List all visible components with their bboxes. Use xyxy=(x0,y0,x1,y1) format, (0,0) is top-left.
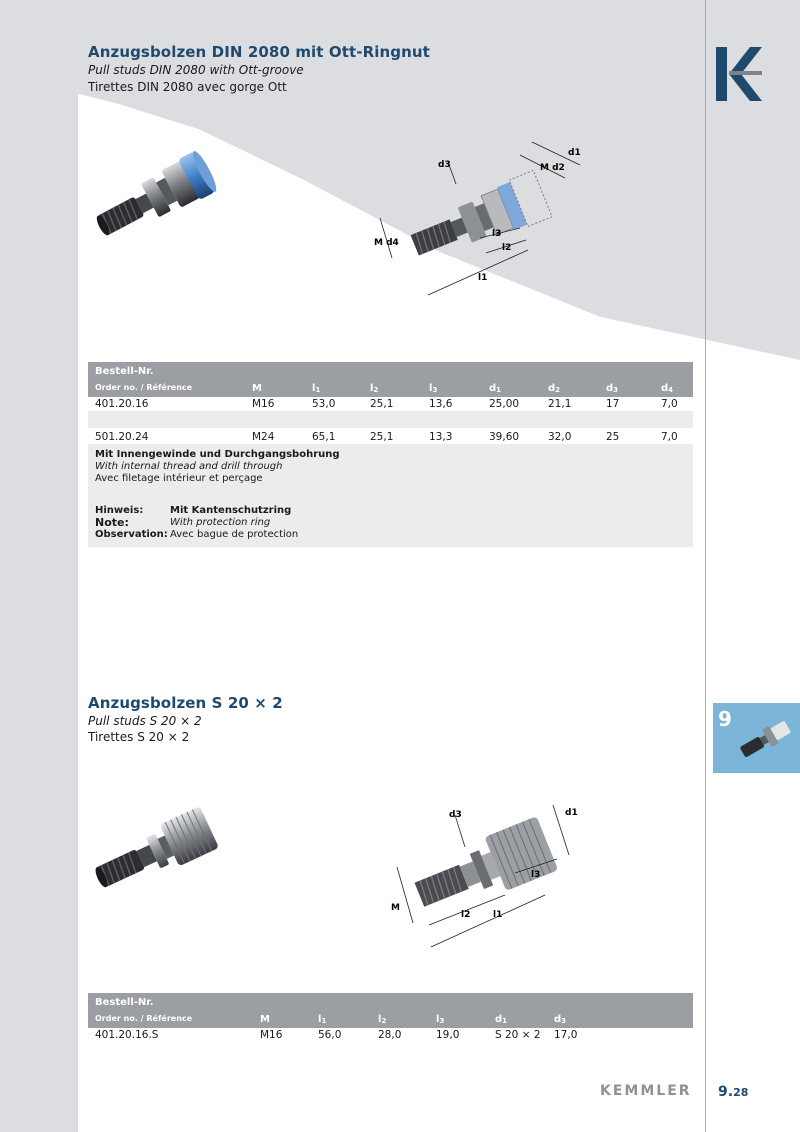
right-divider-line xyxy=(705,0,706,1132)
cell-m: M16 xyxy=(260,1029,283,1041)
pull-stud-ott-photo xyxy=(96,150,217,236)
label-l3: l3 xyxy=(492,229,501,239)
label-l2: l2 xyxy=(461,910,470,920)
label-d3: d3 xyxy=(449,810,462,820)
pull-stud-s20-technical-drawing: M d3 d1 l3 l2 l1 xyxy=(391,804,578,948)
table-row: 401.20.16 M16 53,0 25,1 13,6 25,00 21,1 … xyxy=(88,397,693,411)
col-l2: l2 xyxy=(370,383,379,394)
col-m: M xyxy=(252,383,262,394)
hint-de: Mit Kantenschutzring xyxy=(170,505,292,516)
cell-order-no: 501.20.24 xyxy=(95,431,149,443)
header-order-label: Bestell-Nr. xyxy=(95,366,154,377)
hint-label-en: Note: xyxy=(95,516,129,529)
section2-table: Bestell-Nr. Order no. / Référence M l1 l… xyxy=(88,993,693,1042)
section1-table-header: Bestell-Nr. Order no. / Référence M l1 l… xyxy=(88,362,693,397)
col-l3: l3 xyxy=(436,1014,445,1025)
cell-d4: 7,0 xyxy=(661,431,678,443)
section1-subtitle-fr: Tirettes DIN 2080 avec gorge Ott xyxy=(88,80,287,94)
header-order-sub-label: Order no. / Référence xyxy=(95,383,193,392)
col-d1: d1 xyxy=(495,1014,508,1025)
cell-l1: 53,0 xyxy=(312,398,336,410)
label-l1: l1 xyxy=(478,273,487,283)
col-d3: d3 xyxy=(554,1014,567,1025)
section1-subtitle-en: Pull studs DIN 2080 with Ott-groove xyxy=(88,63,304,77)
note-fr: Avec filetage intérieur et perçage xyxy=(95,473,263,484)
note-en: With internal thread and drill through xyxy=(95,461,283,472)
col-l1: l1 xyxy=(312,383,321,394)
note-de: Mit Innengewinde und Durchgangsbohrung xyxy=(95,449,340,460)
cell-l2: 25,1 xyxy=(370,431,394,443)
section1-table: Bestell-Nr. Order no. / Référence M l1 l… xyxy=(88,362,693,547)
footer-brand: KEMMLER xyxy=(600,1083,692,1099)
kemmler-k-logo-icon xyxy=(716,47,762,101)
cell-d3: 17,0 xyxy=(554,1029,578,1041)
cell-d1: 25,00 xyxy=(489,398,520,410)
cell-l1: 56,0 xyxy=(318,1029,342,1041)
pull-stud-s20-photo xyxy=(95,807,218,888)
label-l1: l1 xyxy=(493,910,502,920)
table-row: 501.20.24 M24 65,1 25,1 13,3 39,60 32,0 … xyxy=(88,428,693,444)
label-d3: d3 xyxy=(438,160,451,170)
label-l3: l3 xyxy=(531,870,540,880)
cell-l3: 13,6 xyxy=(429,398,453,410)
section2-subtitle-en: Pull studs S 20 × 2 xyxy=(88,714,202,728)
chapter-pull-stud-icon xyxy=(740,721,791,757)
cell-d2: 32,0 xyxy=(548,431,572,443)
cell-l3: 19,0 xyxy=(436,1029,460,1041)
chapter-number: 9 xyxy=(718,707,732,731)
cell-l2: 28,0 xyxy=(378,1029,402,1041)
cell-d1: S 20 × 2 xyxy=(495,1029,541,1041)
hint-en: With protection ring xyxy=(170,517,271,528)
cell-l1: 65,1 xyxy=(312,431,336,443)
header-order-sub-label: Order no. / Référence xyxy=(95,1014,193,1023)
label-l2: l2 xyxy=(502,243,511,253)
label-m-d4: M d4 xyxy=(374,238,399,248)
section2-table-header: Bestell-Nr. Order no. / Référence M l1 l… xyxy=(88,993,693,1028)
cell-order-no: 401.20.16 xyxy=(95,398,149,410)
cell-d1: 39,60 xyxy=(489,431,520,443)
row-separator xyxy=(88,411,693,428)
label-m-d2: M d2 xyxy=(540,163,565,173)
section1-notes: Mit Innengewinde und Durchgangsbohrung W… xyxy=(88,444,693,547)
col-l3: l3 xyxy=(429,383,438,394)
label-m: M xyxy=(391,903,400,913)
chapter-tab: 9 xyxy=(713,703,800,773)
hint-label-fr: Observation: xyxy=(95,529,168,540)
section1-title: Anzugsbolzen DIN 2080 mit Ott-Ringnut xyxy=(88,43,430,61)
cell-d4: 7,0 xyxy=(661,398,678,410)
col-m: M xyxy=(260,1014,270,1025)
cell-d3: 17 xyxy=(606,398,620,410)
label-d1: d1 xyxy=(568,148,581,158)
cell-d3: 25 xyxy=(606,431,620,443)
col-d1: d1 xyxy=(489,383,502,394)
cell-m: M16 xyxy=(252,398,275,410)
col-l1: l1 xyxy=(318,1014,327,1025)
cell-order-no: 401.20.16.S xyxy=(95,1029,159,1041)
page-number: 9.28 xyxy=(718,1084,749,1100)
col-l2: l2 xyxy=(378,1014,387,1025)
col-d2: d2 xyxy=(548,383,561,394)
cell-m: M24 xyxy=(252,431,275,443)
hint-label-de: Hinweis: xyxy=(95,505,144,516)
cell-d2: 21,1 xyxy=(548,398,572,410)
section2-subtitle-fr: Tirettes S 20 × 2 xyxy=(88,730,190,744)
cell-l2: 25,1 xyxy=(370,398,394,410)
col-d3: d3 xyxy=(606,383,619,394)
cell-l3: 13,3 xyxy=(429,431,453,443)
table-row: 401.20.16.S M16 56,0 28,0 19,0 S 20 × 2 … xyxy=(88,1028,693,1042)
pull-stud-ott-technical-drawing: M d4 d3 M d2 d1 l3 l2 l1 xyxy=(374,141,581,296)
label-d1: d1 xyxy=(565,808,578,818)
col-d4: d4 xyxy=(661,383,674,394)
header-order-label: Bestell-Nr. xyxy=(95,997,154,1008)
section2-title: Anzugsbolzen S 20 × 2 xyxy=(88,694,283,712)
hint-fr: Avec bague de protection xyxy=(170,529,299,540)
